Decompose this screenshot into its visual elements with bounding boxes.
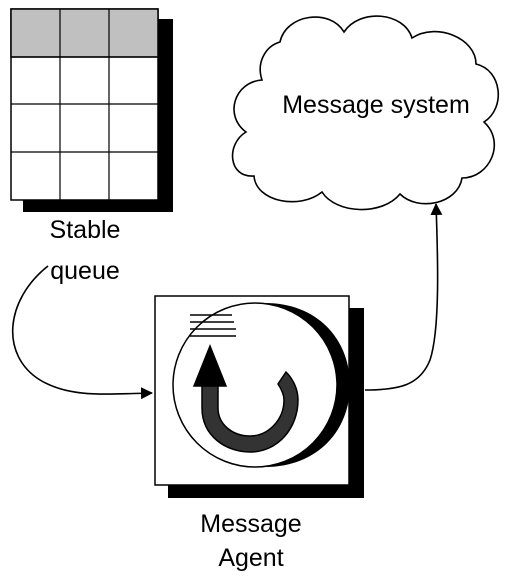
message-agent-label-line-2: Agent <box>218 544 283 572</box>
stable-queue-label-line-2: queue <box>50 257 120 285</box>
message-agent-circular-arrow-icon <box>172 302 350 468</box>
message-system-cloud-icon <box>231 15 499 211</box>
agent-to-message-system-arrow <box>364 203 443 391</box>
message-agent-label-line-1: Message <box>200 510 301 538</box>
message-system-label: Message system <box>282 91 470 119</box>
queue-to-agent-arrow <box>11 265 153 400</box>
stable-queue-table-icon <box>10 8 173 212</box>
stable-queue-label-line-1: Stable <box>50 216 121 244</box>
